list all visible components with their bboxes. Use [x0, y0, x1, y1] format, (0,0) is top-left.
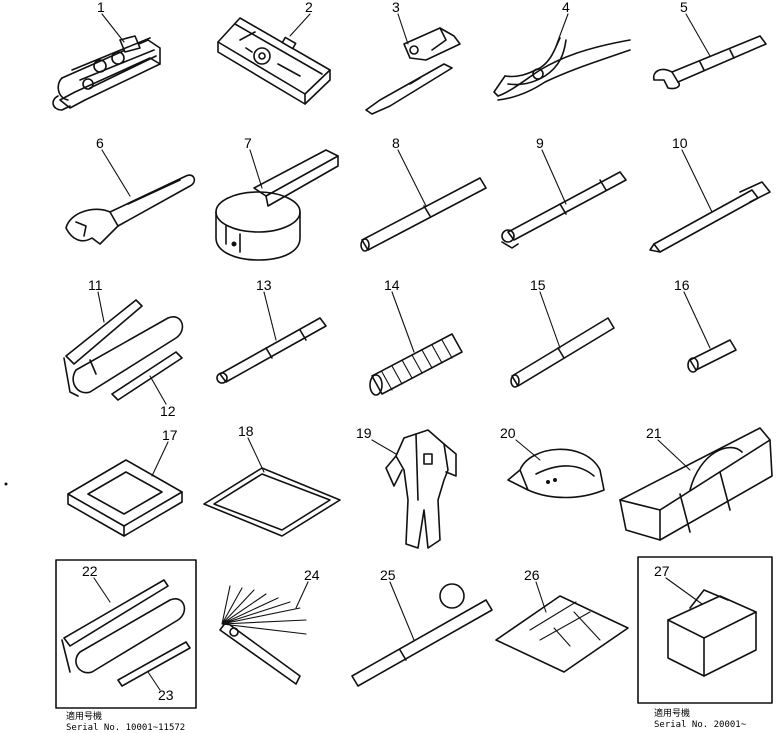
item-6-adjustable-wrench [65, 174, 196, 245]
item-17-case [67, 459, 183, 537]
callout-25: 25 [380, 567, 396, 583]
callout-12: 12 [160, 403, 176, 419]
right-note-label: 適用号機 [654, 707, 690, 719]
callout-3: 3 [392, 0, 400, 15]
callout-18: 18 [238, 423, 254, 439]
callout-7: 7 [244, 135, 252, 151]
callout-16: 16 [674, 277, 690, 293]
callout-4: 4 [562, 0, 570, 15]
item-4-pliers [493, 37, 631, 101]
item-11-grease-gun [63, 299, 184, 397]
item-24-feeler-gauge [219, 585, 307, 685]
callout-17: 17 [162, 427, 178, 443]
callout-23: 23 [158, 687, 174, 703]
callout-6: 6 [96, 135, 104, 151]
item-23-rod [117, 641, 191, 687]
callout-5: 5 [680, 0, 688, 15]
item-9-socket-handle [501, 171, 627, 249]
item-13-extension [216, 317, 327, 384]
callout-14: 14 [384, 277, 400, 293]
item-22-grease-gun [61, 579, 186, 674]
callout-10: 10 [672, 135, 688, 151]
item-25-tool [351, 583, 493, 687]
right-note-serial: Serial No. 20001~ [654, 720, 747, 730]
item-5-open-wrench [652, 35, 767, 90]
leader-lines [93, 13, 713, 691]
item-27-box [667, 589, 757, 677]
callout-21: 21 [646, 425, 662, 441]
item-14-bellows [369, 333, 463, 396]
callout-11: 11 [88, 277, 103, 293]
item-7-filter-wrench [215, 149, 339, 261]
item-22-23-panel [55, 559, 197, 709]
callout-2: 2 [305, 0, 313, 15]
callout-9: 9 [536, 135, 544, 151]
callout-13: 13 [256, 277, 272, 293]
item-20-cap [507, 448, 605, 499]
item-26-manual [495, 595, 629, 673]
item-19-coverall [385, 429, 457, 549]
callout-26: 26 [524, 567, 540, 583]
item-21-bag [619, 427, 773, 541]
callout-20: 20 [500, 425, 516, 441]
callout-27: 27 [654, 563, 670, 579]
callout-8: 8 [392, 135, 400, 151]
stray-mark [4, 482, 8, 486]
item-1-wrench-set [52, 35, 161, 111]
serial-notes: 適用号機 Serial No. 10001~11572 適用号機 Serial … [66, 707, 747, 733]
item-12-rod [111, 351, 183, 401]
item-15-pipe [510, 317, 615, 388]
item-2-tool-case [217, 17, 331, 105]
item-16-adapter [687, 339, 737, 373]
left-note-serial: Serial No. 10001~11572 [66, 723, 185, 733]
item-18-sheet [203, 467, 341, 537]
item-3-screwdriver [365, 27, 461, 115]
callout-numbers: 1 2 3 4 5 6 7 8 9 10 11 12 13 14 15 16 1… [82, 0, 690, 703]
item-27-panel [637, 556, 773, 704]
callout-24: 24 [304, 567, 320, 583]
callout-1: 1 [97, 0, 105, 15]
callout-15: 15 [530, 277, 546, 293]
item-8-extension-bar [360, 177, 487, 252]
callout-19: 19 [356, 425, 372, 441]
item-10-bar [649, 181, 771, 253]
callout-22: 22 [82, 563, 98, 579]
left-note-label: 適用号機 [66, 710, 102, 722]
